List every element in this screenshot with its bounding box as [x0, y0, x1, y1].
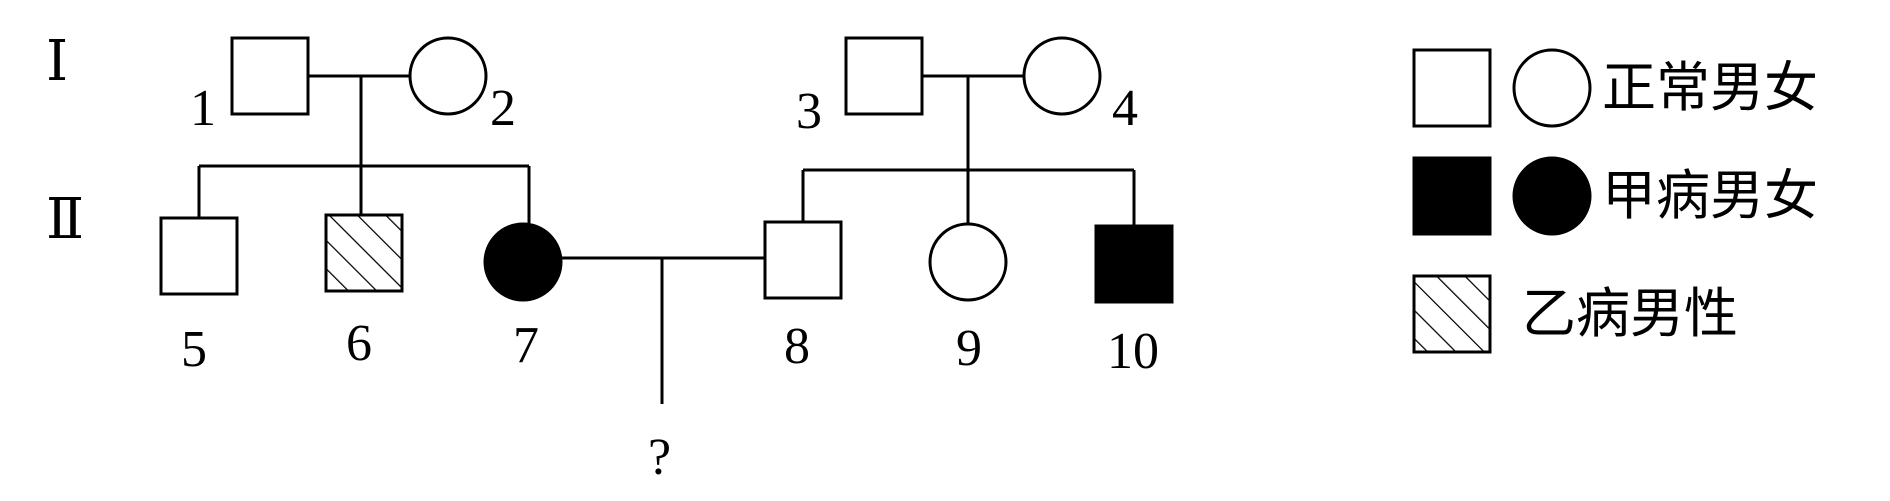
generation-label-1: Ⅰ	[46, 31, 68, 93]
individual-6-male-disease-b	[324, 213, 404, 293]
individual-9-female	[928, 222, 1008, 302]
individual-label-1: 1	[190, 80, 216, 137]
legend-disease-a-label: 甲病男女	[1602, 164, 1818, 227]
individual-1-male	[230, 36, 310, 116]
individual-label-9: 9	[956, 320, 982, 377]
individual-label-7: 7	[513, 317, 539, 374]
legend: 正常男女 甲病男女 乙病男性	[1412, 48, 1818, 354]
individual-label-5: 5	[181, 321, 207, 378]
offspring-unknown-label: ?	[648, 429, 671, 486]
individual-4-female	[1022, 36, 1102, 116]
legend-disease-a-female-symbol	[1512, 156, 1592, 236]
individual-10-male-disease-a	[1094, 224, 1174, 304]
individual-7-female-disease-a	[483, 222, 563, 302]
individual-3-male	[844, 36, 924, 116]
legend-normal-label: 正常男女	[1602, 56, 1818, 119]
legend-disease-a-male-symbol	[1412, 156, 1492, 236]
legend-normal-male-symbol	[1412, 48, 1492, 128]
individual-label-3: 3	[796, 83, 822, 140]
individual-label-10: 10	[1107, 323, 1159, 380]
individual-label-4: 4	[1112, 80, 1138, 137]
individual-label-8: 8	[784, 318, 810, 375]
legend-normal-female-symbol	[1512, 48, 1592, 128]
individual-8-male	[763, 220, 843, 300]
individual-5-male	[159, 216, 239, 296]
individual-label-2: 2	[490, 80, 516, 137]
individual-label-6: 6	[346, 315, 372, 372]
generation-label-2: Ⅱ	[46, 189, 84, 251]
individual-2-female	[408, 36, 488, 116]
legend-disease-b-male-symbol	[1412, 274, 1492, 354]
legend-disease-b-label: 乙病男性	[1522, 282, 1738, 345]
